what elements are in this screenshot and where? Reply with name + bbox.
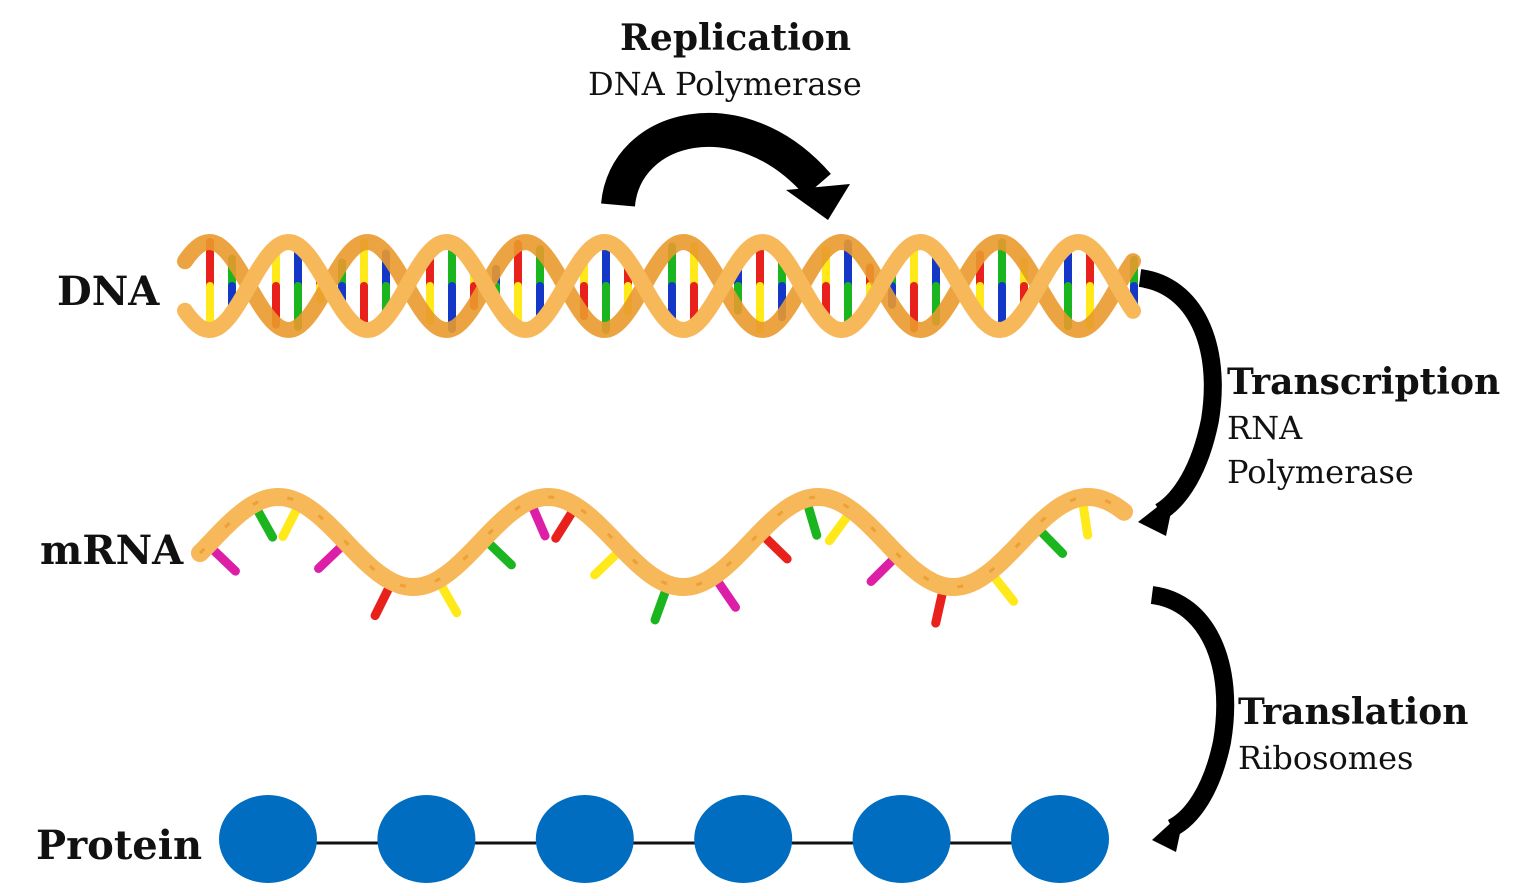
transcription-arrow-shaft	[1138, 269, 1222, 520]
mrna-base	[714, 578, 741, 612]
mrna-base	[761, 533, 792, 564]
protein-bead	[219, 795, 317, 883]
protein-bead	[852, 795, 951, 883]
mrna-base	[485, 539, 516, 570]
mrna-base	[551, 508, 577, 543]
mrna-base	[314, 543, 345, 574]
mrna-single-strand	[191, 487, 1133, 628]
replication-arrow-shaft	[601, 112, 831, 208]
replication-enzyme: DNA Polymerase	[588, 65, 862, 103]
transcription-enzyme-line2: Polymerase	[1227, 453, 1414, 491]
translation-enzyme: Ribosomes	[1238, 739, 1414, 777]
protein-amino-acid-beads	[219, 795, 1109, 883]
replication-title: Replication	[620, 17, 852, 59]
replication-arrow-head	[786, 184, 850, 220]
mrna-base	[803, 501, 822, 540]
mrna-backbone-marks	[198, 495, 1125, 589]
mrna-backbone-ribbon	[191, 487, 1133, 597]
dna-strand-back	[177, 233, 1141, 339]
mrna-base	[590, 549, 621, 580]
mrna-base	[1078, 500, 1093, 540]
protein-bead	[377, 795, 476, 883]
mrna-base	[650, 587, 670, 625]
protein-label: Protein	[36, 822, 203, 869]
protein-bead	[694, 795, 793, 883]
translation-title: Translation	[1238, 691, 1469, 733]
mrna-backbone	[191, 487, 1133, 597]
mrna-bases	[209, 500, 1093, 628]
mrna-base	[209, 545, 240, 576]
protein-bead	[535, 795, 634, 883]
mrna-base	[1037, 527, 1068, 558]
mrna-base	[990, 573, 1019, 606]
mrna-base	[253, 506, 278, 542]
transcription-arrow	[1138, 269, 1222, 536]
protein-chain	[219, 795, 1109, 883]
mrna-base	[824, 512, 852, 546]
transcription-enzyme-line1: RNA	[1227, 409, 1303, 447]
mrna-base	[437, 582, 462, 618]
dna-double-helix	[177, 233, 1141, 339]
mrna-base	[370, 584, 393, 621]
mrna-label: mRNA	[40, 527, 184, 574]
protein-bead	[1011, 795, 1109, 883]
transcription-title: Transcription	[1227, 361, 1501, 403]
mrna-base	[528, 503, 550, 541]
dna-strand-front	[177, 233, 1141, 339]
dna-label: DNA	[57, 268, 160, 315]
transcription-arrow-head	[1138, 493, 1175, 536]
translation-arrow-shaft	[1150, 586, 1235, 837]
mrna-base	[931, 589, 947, 628]
mrna-base	[278, 505, 301, 542]
translation-arrow-head	[1152, 810, 1185, 852]
replication-arrow	[601, 112, 850, 220]
mrna-base	[866, 555, 897, 586]
translation-arrow	[1150, 586, 1235, 852]
dna-backbone-strands	[177, 233, 1141, 339]
